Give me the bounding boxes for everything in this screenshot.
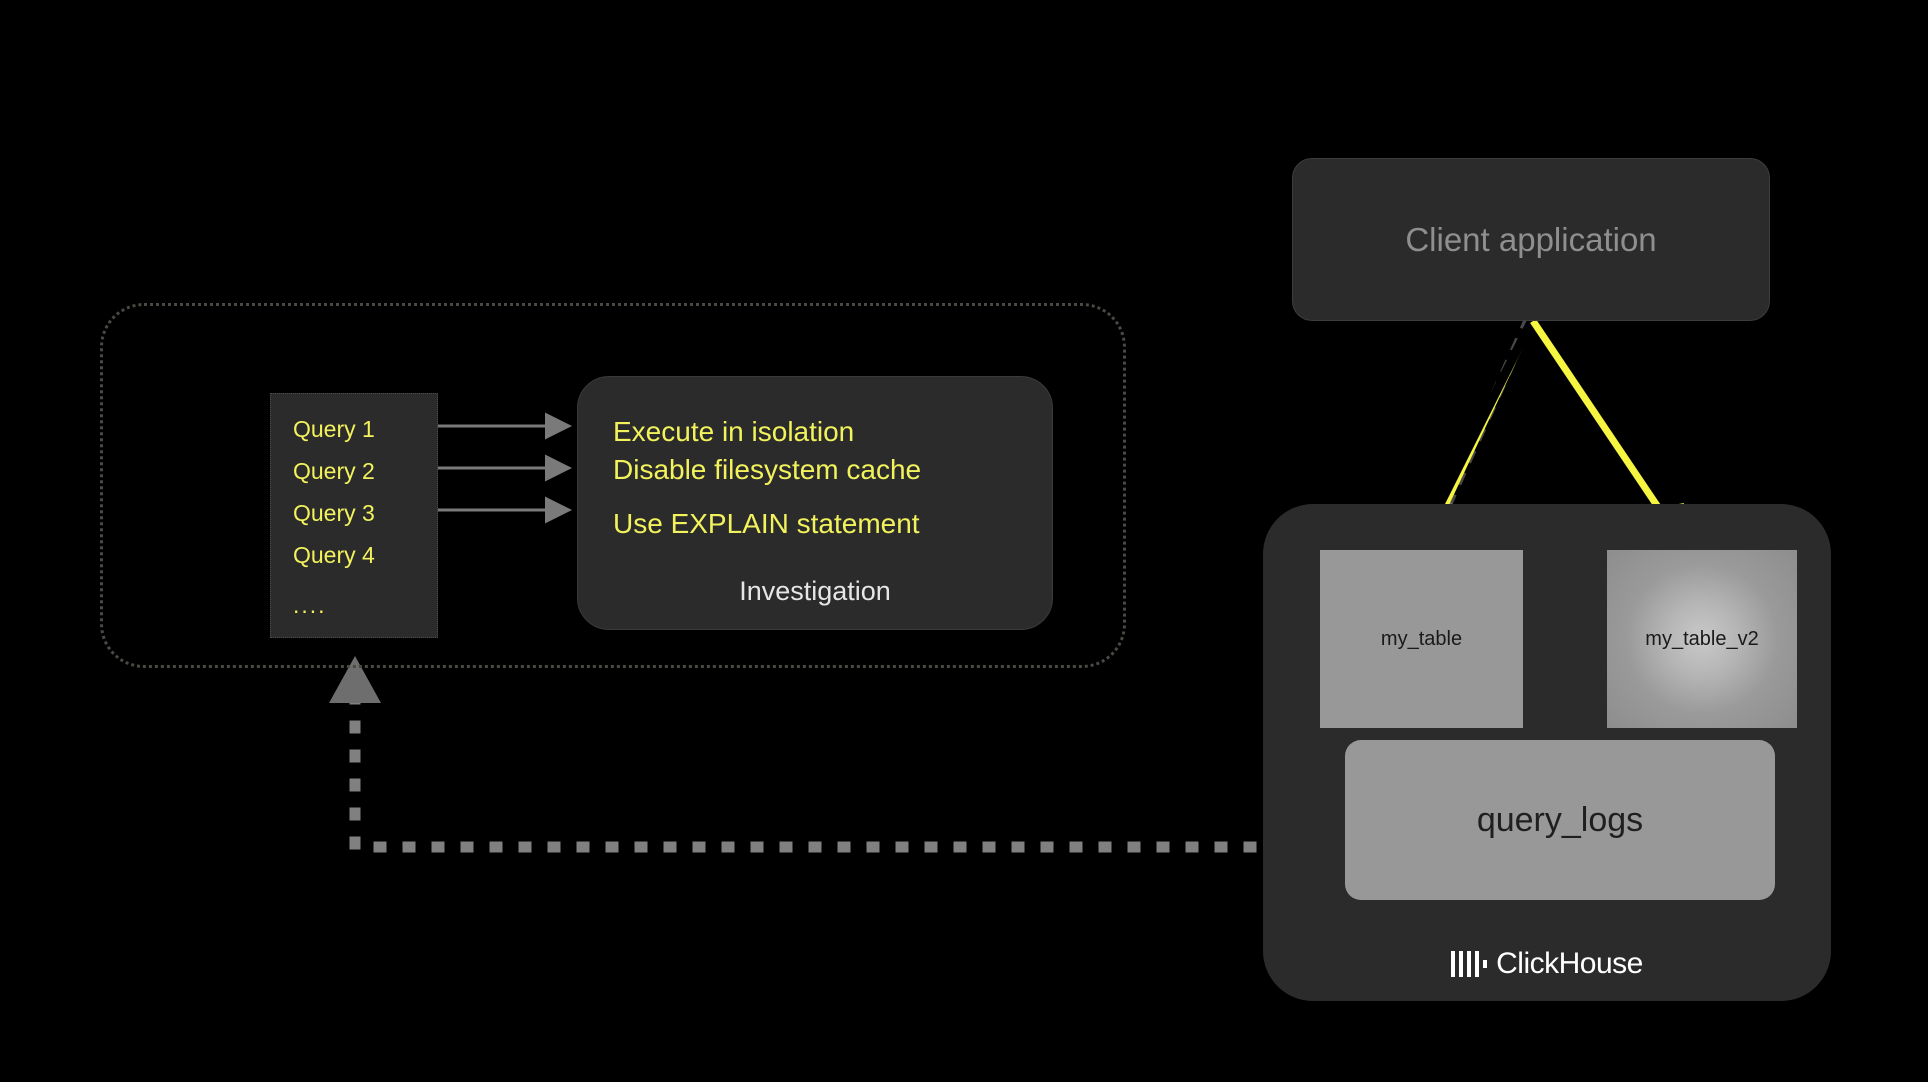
query-list-item[interactable]: Query 4	[293, 542, 375, 568]
query-logs-to-query-list-path	[329, 656, 1344, 853]
client-application-label: Client application	[1405, 220, 1657, 258]
query-list: Query 1 Query 2 Query 3 Query 4 ....	[293, 408, 433, 626]
query-logs-box[interactable]: query_logs	[1345, 740, 1775, 900]
table-box-my-table-v2[interactable]: my_table_v2	[1607, 550, 1797, 728]
clickhouse-logo: ClickHouse	[1263, 947, 1831, 981]
table-label: my_table_v2	[1645, 627, 1759, 650]
client-application-box: Client application	[1292, 158, 1770, 321]
investigation-box: Execute in isolation Disable filesystem …	[577, 376, 1053, 630]
query-list-item-ellipsis: ....	[293, 592, 327, 618]
table-label: my_table	[1380, 627, 1463, 650]
clickhouse-panel: my_table my_table_v2 query_logs ClickHou…	[1263, 504, 1831, 1001]
query-investigation-group	[100, 303, 1126, 668]
investigation-step: Use EXPLAIN statement	[613, 508, 920, 539]
investigation-step: Execute in isolation	[613, 416, 855, 447]
query-list-box[interactable]: Query 1 Query 2 Query 3 Query 4 ....	[270, 393, 438, 638]
query-list-item[interactable]: Query 2	[293, 458, 375, 484]
clickhouse-bars-icon	[1451, 951, 1488, 977]
investigation-title: Investigation	[739, 576, 891, 606]
table-box-my-table[interactable]: my_table	[1320, 550, 1523, 728]
investigation-step: Disable filesystem cache	[613, 454, 922, 485]
client-to-my-table-v2-arrow-line	[1427, 317, 1537, 523]
query-list-item[interactable]: Query 1	[293, 416, 375, 442]
clickhouse-wordmark: ClickHouse	[1496, 947, 1643, 980]
query-logs-label: query_logs	[1476, 800, 1644, 839]
client-to-my-table-v2-arrow	[1436, 318, 1536, 518]
query-list-item[interactable]: Query 3	[293, 500, 375, 526]
investigation-steps: Execute in isolation Disable filesystem …	[613, 413, 1036, 543]
